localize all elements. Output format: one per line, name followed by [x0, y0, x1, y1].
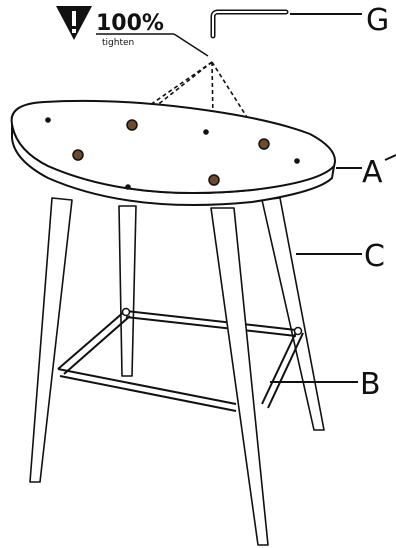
stretcher-frame: [57, 307, 304, 412]
leg-back-right: [261, 197, 325, 431]
tighten-notice: 100% tighten: [56, 6, 209, 57]
torque-percent: 100%: [96, 11, 164, 36]
label-a: A: [362, 155, 383, 190]
allen-key-icon: [210, 9, 362, 39]
leg-front-right: [210, 207, 269, 546]
label-b: B: [360, 367, 381, 402]
seat: [10, 99, 336, 206]
leg-front-left: [29, 197, 73, 483]
label-c: C: [364, 239, 385, 274]
leg-back-left: [118, 205, 137, 377]
label-g: G: [366, 3, 389, 38]
tighten-label: tighten: [102, 38, 134, 48]
